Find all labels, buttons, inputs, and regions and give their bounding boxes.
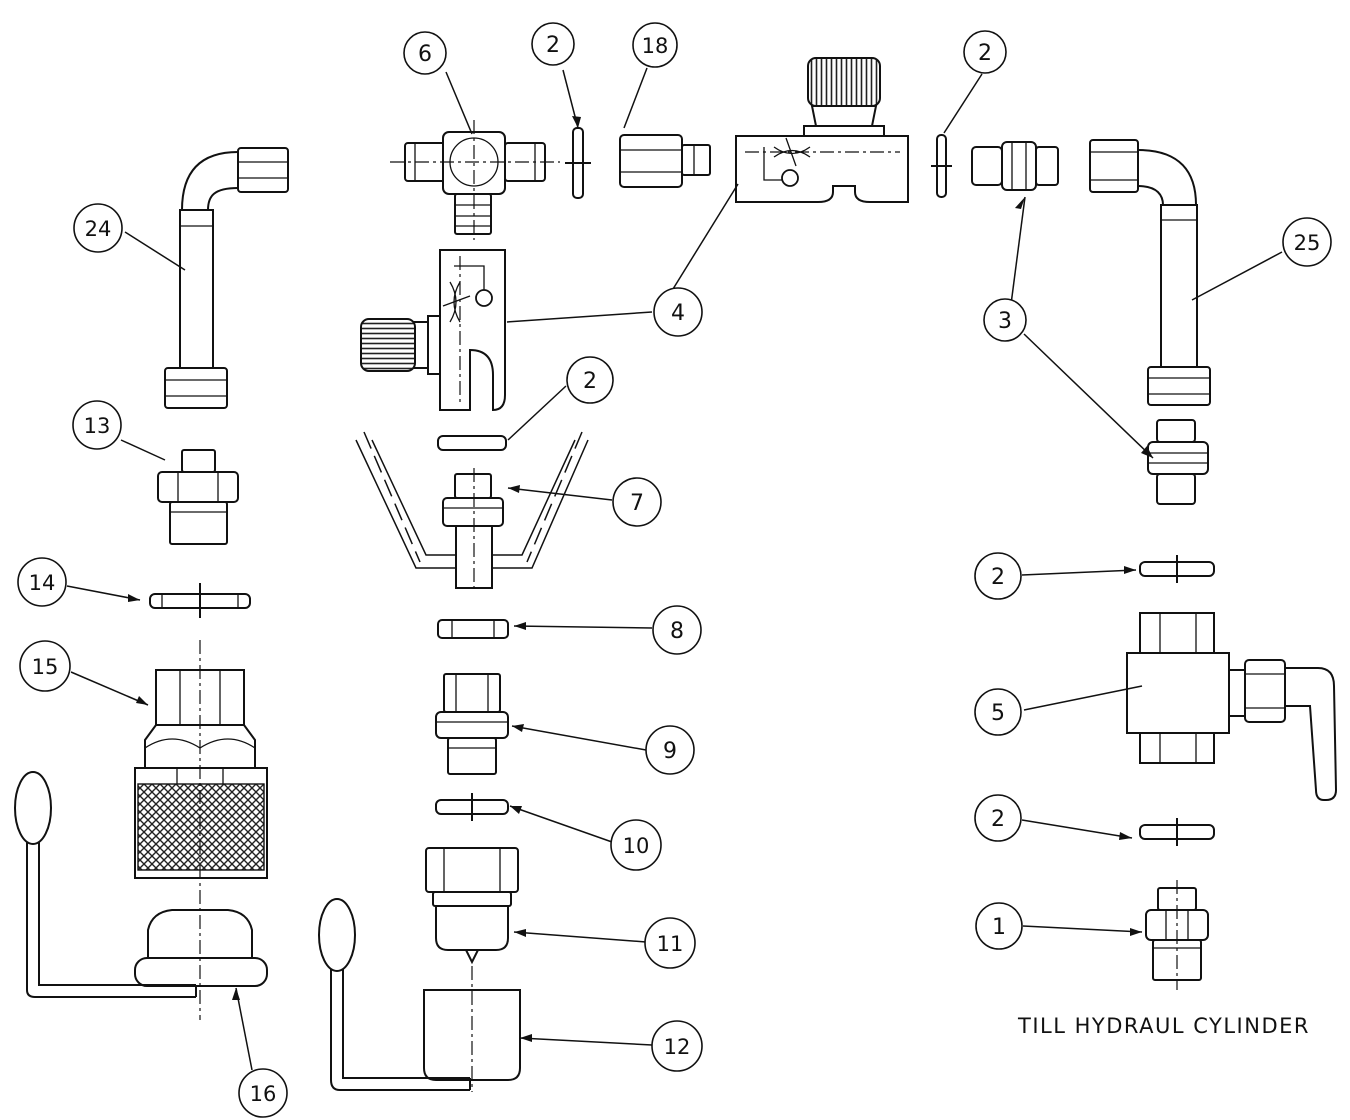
svg-text:15: 15 — [32, 655, 59, 679]
svg-text:3: 3 — [998, 309, 1012, 334]
svg-text:2: 2 — [978, 41, 992, 66]
callout-15: 15 — [19, 640, 71, 692]
callout-3: 3 — [983, 298, 1027, 342]
callout-2-top-right: 2 — [963, 30, 1007, 74]
callout-7: 7 — [612, 477, 662, 527]
svg-text:1: 1 — [992, 915, 1006, 940]
callout-2-right-2: 2 — [974, 794, 1022, 842]
callout-24: 24 — [73, 203, 123, 253]
part-3-adapter-vertical — [1147, 419, 1209, 505]
callout-2-top: 2 — [531, 22, 575, 66]
part-10-seal — [435, 793, 509, 821]
part-2-seal-center — [437, 435, 507, 451]
svg-text:24: 24 — [85, 217, 112, 241]
leader-lines — [66, 67, 1283, 1071]
svg-text:2: 2 — [991, 807, 1005, 832]
part-2-seal-top-right — [931, 134, 952, 198]
svg-text:5: 5 — [991, 701, 1005, 726]
part-2-seal-right-2 — [1139, 818, 1215, 846]
svg-text:13: 13 — [84, 414, 111, 438]
callout-4: 4 — [653, 287, 703, 337]
callout-6: 6 — [403, 31, 447, 75]
part-12-dust-cap — [318, 898, 521, 1092]
svg-text:7: 7 — [630, 491, 644, 516]
svg-text:25: 25 — [1294, 231, 1321, 255]
callout-9: 9 — [645, 725, 695, 775]
svg-text:16: 16 — [250, 1082, 277, 1106]
svg-text:2: 2 — [583, 369, 597, 394]
part-6-tee — [390, 120, 560, 240]
callout-11: 11 — [644, 917, 696, 969]
callout-14: 14 — [17, 557, 67, 607]
svg-text:6: 6 — [418, 42, 432, 67]
svg-text:4: 4 — [671, 301, 685, 326]
part-15-coupling — [134, 669, 268, 879]
svg-text:8: 8 — [670, 619, 684, 644]
part-18-fitting — [619, 134, 711, 188]
callout-13: 13 — [72, 400, 122, 450]
part-25-elbow-hose — [1089, 139, 1211, 406]
svg-text:2: 2 — [991, 565, 1005, 590]
part-24-elbow-hose — [164, 147, 289, 409]
part-11-coupling-nipple — [425, 847, 519, 965]
callout-10: 10 — [610, 819, 662, 871]
caption-till-hydraul-cylinder: TILL HYDRAUL CYLINDER — [1017, 1014, 1310, 1038]
svg-text:10: 10 — [623, 834, 650, 858]
callout-2-right-1: 2 — [974, 552, 1022, 600]
callout-18: 18 — [632, 22, 678, 68]
svg-text:2: 2 — [546, 33, 560, 58]
part-4-flow-valve-top — [735, 57, 909, 203]
callout-1: 1 — [975, 902, 1023, 950]
callout-8: 8 — [652, 605, 702, 655]
svg-text:9: 9 — [663, 739, 677, 764]
part-8-nut — [437, 619, 509, 639]
callout-12: 12 — [651, 1020, 703, 1072]
part-3-adapter-top — [971, 141, 1059, 191]
part-9-adapter — [435, 673, 509, 775]
svg-text:11: 11 — [657, 932, 684, 956]
part-4-flow-valve-vertical — [360, 249, 506, 412]
part-14-seal — [149, 583, 251, 618]
part-2-seal-top — [565, 127, 591, 199]
callout-2-center: 2 — [566, 356, 614, 404]
part-2-seal-right-1 — [1139, 555, 1215, 583]
callout-5: 5 — [974, 688, 1022, 736]
callout-16: 16 — [238, 1068, 288, 1118]
part-13-fitting — [157, 449, 239, 545]
svg-text:12: 12 — [664, 1035, 691, 1059]
part-5-ball-valve — [1126, 612, 1338, 801]
svg-text:18: 18 — [642, 34, 669, 58]
callout-25: 25 — [1282, 217, 1332, 267]
svg-text:14: 14 — [29, 571, 56, 595]
part-1-adapter — [1145, 880, 1209, 990]
part-7-bulkhead — [355, 431, 589, 592]
